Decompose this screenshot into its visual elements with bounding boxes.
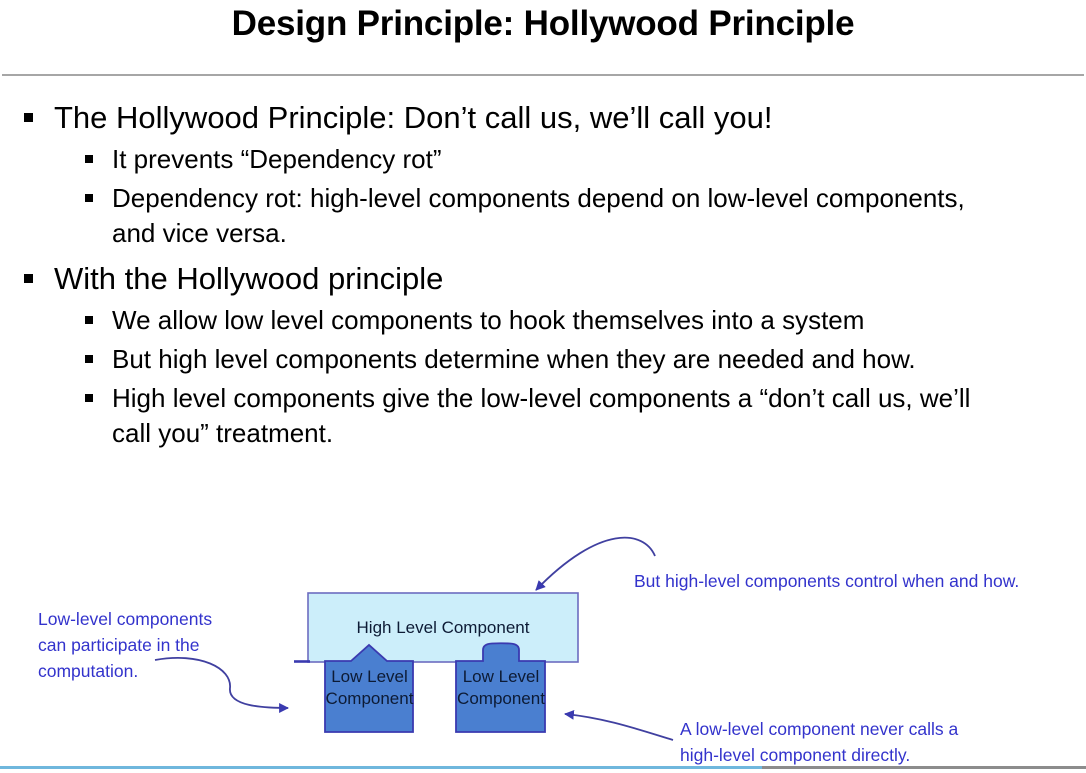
bottom-accent-bar-gray	[762, 766, 1086, 769]
low-level-component-label-2: Low Level Component	[457, 667, 545, 708]
annotation-high-level-control: But high-level components control when a…	[634, 571, 1020, 591]
bullet-group-1: The Hollywood Principle: Don’t call us, …	[0, 98, 1086, 251]
bullet-level2-text: Dependency rot: high-level components de…	[112, 183, 965, 248]
bullet-level2: It prevents “Dependency rot”	[0, 142, 1086, 177]
annotation-never-calls: A low-level component never calls a high…	[680, 719, 959, 765]
bullet-level1: With the Hollywood principle	[0, 259, 1086, 299]
page-title: Design Principle: Hollywood Principle	[231, 4, 855, 43]
bottom-accent-bar-blue	[0, 766, 762, 769]
slide-body: The Hollywood Principle: Don’t call us, …	[0, 98, 1086, 459]
bullet-level2: We allow low level components to hook th…	[0, 303, 1086, 338]
bullet-group-2: With the Hollywood principle We allow lo…	[0, 259, 1086, 451]
bullet-level2: High level components give the low-level…	[0, 381, 1086, 451]
bullet-level1-text: The Hollywood Principle: Don’t call us, …	[54, 100, 773, 135]
bullet-square-icon	[85, 155, 93, 163]
high-level-component-label: High Level Component	[356, 618, 530, 637]
bullet-square-icon	[24, 274, 33, 283]
bullet-square-icon	[85, 394, 93, 402]
low-level-component-label-1: Low Level Component	[325, 667, 414, 708]
bullet-level2-text: It prevents “Dependency rot”	[112, 144, 442, 174]
bullet-level2-text: High level components give the low-level…	[112, 383, 971, 448]
bullet-square-icon	[85, 355, 93, 363]
bullet-square-icon	[24, 113, 33, 122]
bullet-square-icon	[85, 194, 93, 202]
annotation-low-level-participate: Low-level components can participate in …	[38, 609, 213, 681]
bullet-level2-text: But high level components determine when…	[112, 344, 916, 374]
bullet-square-icon	[85, 316, 93, 324]
bullet-level2-text: We allow low level components to hook th…	[112, 305, 865, 335]
bullet-level2: Dependency rot: high-level components de…	[0, 181, 1086, 251]
bullet-level1-text: With the Hollywood principle	[54, 261, 444, 296]
title-divider	[2, 74, 1084, 76]
bullet-level2: But high level components determine when…	[0, 342, 1086, 377]
arrow-to-low-level-component-2	[564, 709, 674, 741]
bullet-level1: The Hollywood Principle: Don’t call us, …	[0, 98, 1086, 138]
